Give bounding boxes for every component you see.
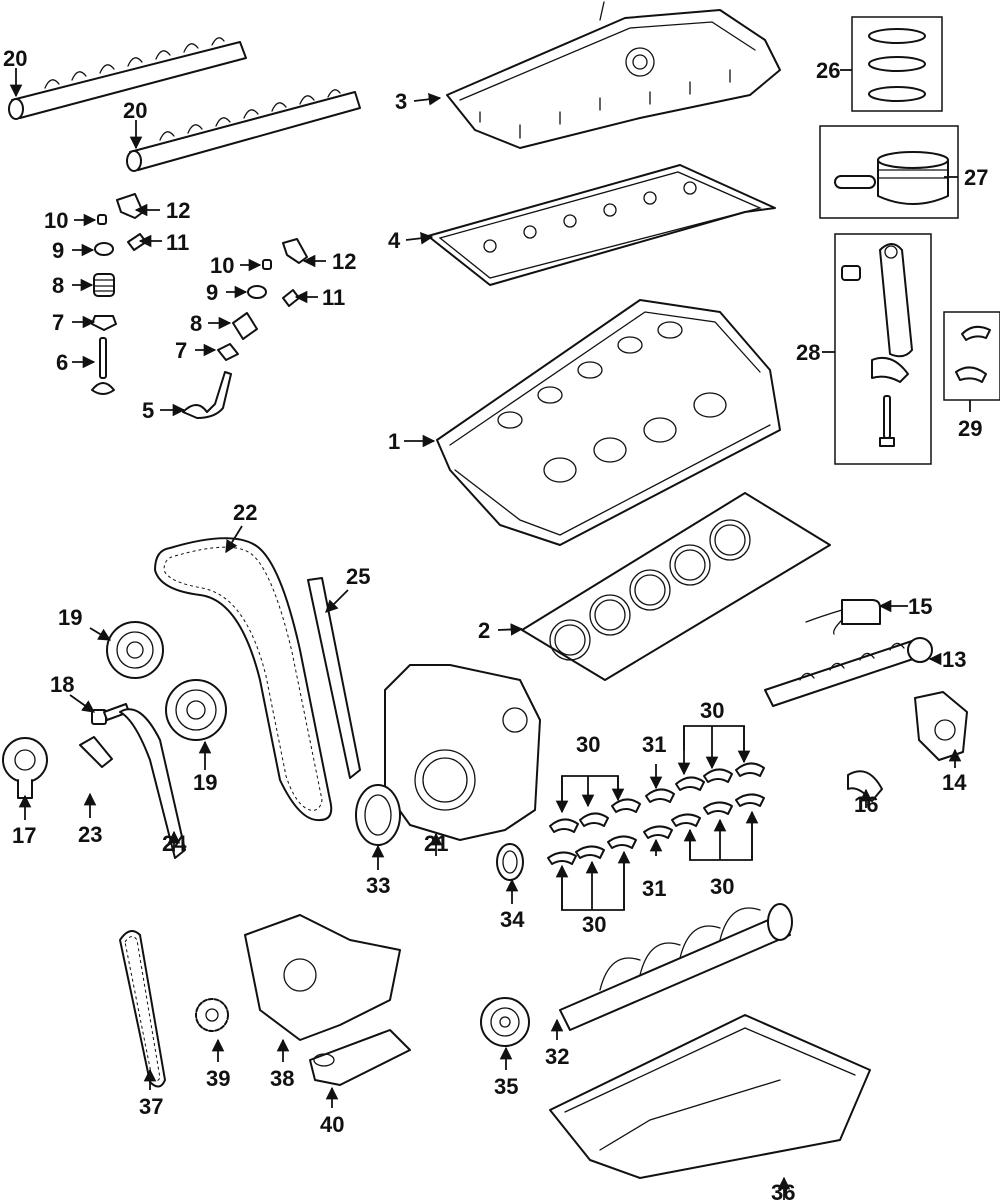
callout-8: 8 (190, 311, 202, 336)
callout-2: 2 (478, 618, 490, 643)
box-rod-bearings (943, 311, 1000, 401)
callout-11: 11 (322, 285, 345, 310)
cylinder-head (436, 299, 781, 546)
callout-9: 9 (52, 238, 64, 263)
box-piston (819, 125, 959, 219)
oil-pan (549, 1014, 871, 1179)
callout-14: 14 (942, 770, 967, 795)
callout-30: 30 (710, 874, 734, 899)
timing-chain (153, 537, 333, 822)
callout-22: 22 (233, 500, 257, 525)
piston-rings (868, 28, 926, 102)
callout-6: 6 (56, 350, 68, 375)
camshaft-sprocket-upper (106, 621, 164, 679)
leader-lines (9, 68, 971, 1200)
callout-9: 9 (206, 280, 218, 305)
oil-pump-sprocket (195, 998, 229, 1032)
callout-23: 23 (78, 822, 102, 847)
callout-38: 38 (270, 1066, 294, 1091)
callout-3: 3 (395, 89, 407, 114)
chain-tensioner (2, 737, 48, 799)
crankshaft-seal-front (355, 784, 401, 846)
callout-10: 10 (44, 208, 68, 233)
valve-cover (446, 1, 781, 149)
callout-27: 27 (964, 165, 988, 190)
callout-30: 30 (576, 732, 600, 757)
callout-20: 20 (123, 98, 147, 123)
callout-5: 5 (142, 398, 154, 423)
callout-12: 12 (166, 198, 190, 223)
callout-19: 19 (193, 770, 217, 795)
callout-29: 29 (958, 416, 982, 441)
callout-12: 12 (332, 249, 356, 274)
callout-36: 36 (771, 1180, 795, 1203)
callout-10: 10 (210, 253, 234, 278)
piston (834, 151, 949, 205)
tensioner-rail (119, 708, 186, 859)
oil-pickup (309, 1029, 411, 1086)
camshaft-lower (126, 89, 361, 172)
tensioner-plunger (79, 736, 113, 768)
camshaft-upper (8, 37, 247, 120)
crankshaft-seal-rear (496, 843, 524, 881)
callout-19: 19 (58, 605, 82, 630)
callout-26: 26 (816, 58, 840, 83)
callout-11: 11 (166, 230, 189, 255)
callout-34: 34 (500, 907, 525, 932)
callout-21: 21 (424, 831, 448, 856)
callout-30: 30 (700, 698, 724, 723)
crankshaft (559, 903, 793, 1031)
callout-35: 35 (494, 1074, 518, 1099)
callout-13: 13 (942, 647, 966, 672)
callout-33: 33 (366, 873, 390, 898)
callout-8: 8 (52, 273, 64, 298)
callout-1: 1 (388, 429, 400, 454)
callout-32: 32 (545, 1044, 569, 1069)
valve-parts-left (91, 193, 147, 395)
chain-guide (307, 577, 361, 779)
intermediate-shaft (764, 637, 933, 707)
oil-pump-chain (118, 930, 167, 1088)
callout-30: 30 (582, 912, 606, 937)
rod-bearings (955, 325, 991, 383)
actuator (914, 691, 968, 761)
head-gasket (521, 492, 831, 681)
callout-28: 28 (796, 340, 820, 365)
callout-25: 25 (346, 564, 370, 589)
oil-pump (244, 914, 401, 1041)
callout-31: 31 (642, 876, 666, 901)
callout-15: 15 (908, 594, 932, 619)
valve-cover-gasket (427, 164, 776, 286)
callout-20: 20 (3, 46, 27, 71)
callout-7: 7 (175, 338, 187, 363)
callout-7: 7 (52, 310, 64, 335)
callout-4: 4 (388, 228, 401, 253)
callout-40: 40 (320, 1112, 344, 1137)
callout-labels: 20 20 3 4 1 2 10 12 9 11 8 7 6 5 10 12 9… (3, 46, 988, 1203)
timing-cover (384, 664, 541, 841)
crankshaft-pulley (480, 997, 530, 1047)
box-connecting-rod (834, 233, 932, 465)
main-bearings (547, 762, 765, 865)
box-piston-rings (851, 16, 943, 112)
callout-16: 16 (854, 792, 878, 817)
callout-37: 37 (139, 1094, 163, 1119)
callout-24: 24 (162, 831, 187, 856)
callout-17: 17 (12, 823, 36, 848)
callout-31: 31 (642, 732, 666, 757)
callout-18: 18 (50, 672, 74, 697)
connecting-rod (841, 243, 913, 447)
camshaft-sprocket-lower (165, 679, 227, 741)
camshaft-sensor (805, 599, 881, 635)
callout-39: 39 (206, 1066, 230, 1091)
